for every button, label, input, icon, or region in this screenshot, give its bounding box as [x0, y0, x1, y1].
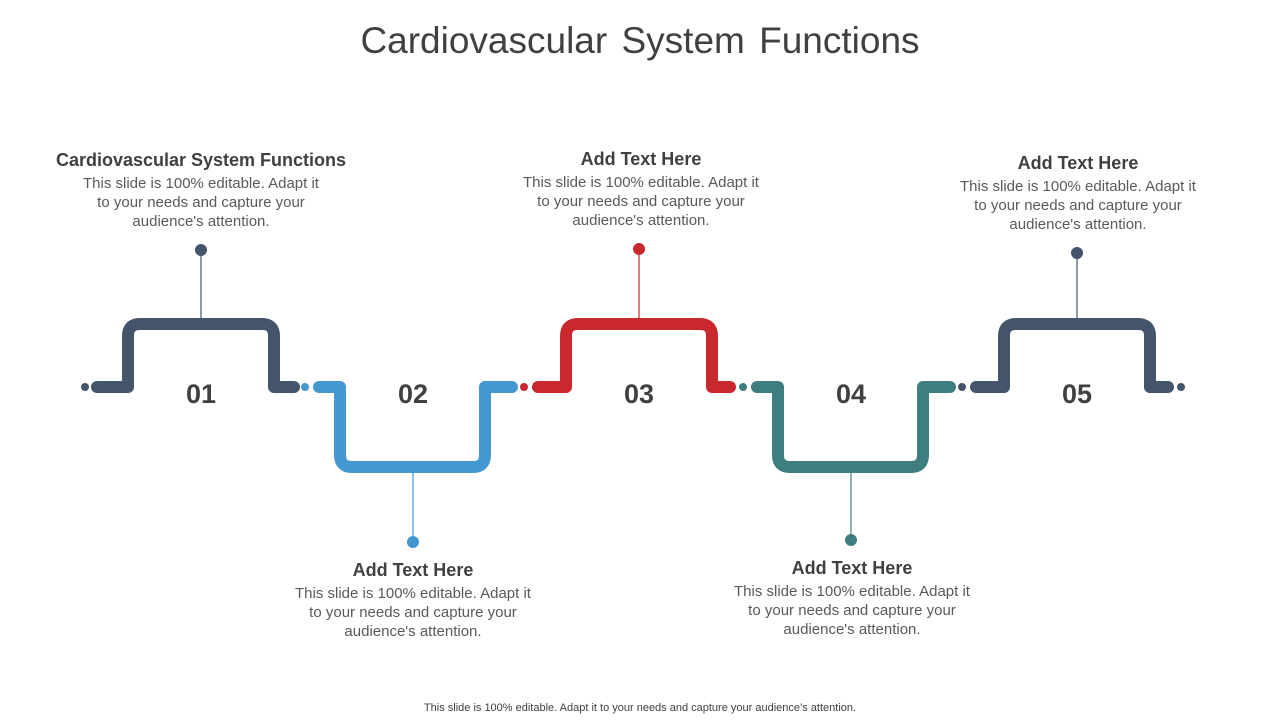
step-5-description: This slide is 100% editable. Adapt it to…: [960, 178, 1196, 233]
step-2-marker-dot: [407, 536, 419, 548]
step-5-number: 05: [1061, 379, 1093, 409]
step-4-description: This slide is 100% editable. Adapt it to…: [734, 583, 970, 638]
step-4-text-block: Add Text Here This slide is 100% editabl…: [702, 558, 1002, 639]
step-2-shape: [301, 381, 518, 548]
step-1-end-dot: [81, 383, 89, 391]
slide-title: Cardiovascular System Functions: [360, 20, 920, 61]
step-4-shape: [739, 381, 956, 546]
step-2-description: This slide is 100% editable. Adapt it to…: [295, 585, 531, 640]
step-1-heading: Cardiovascular System Functions: [55, 150, 347, 170]
step-2-bracket: [313, 381, 518, 473]
footer-note: This slide is 100% editable. Adapt it to…: [423, 702, 857, 714]
step-5-marker-dot: [1071, 247, 1083, 259]
step-5-heading: Add Text Here: [1017, 153, 1139, 173]
step-3-heading: Add Text Here: [580, 149, 702, 169]
step-3-marker-dot: [633, 243, 645, 255]
step-5-end-dot: [958, 383, 966, 391]
step-2-text-block: Add Text Here This slide is 100% editabl…: [263, 560, 563, 641]
step-4-end-dot: [739, 383, 747, 391]
step-1-marker-dot: [195, 244, 207, 256]
step-2-number: 02: [397, 379, 429, 409]
step-2-end-dot: [301, 383, 309, 391]
step-3-shape: [520, 243, 736, 393]
step-3-number: 03: [623, 379, 655, 409]
step-3-end-dot: [520, 383, 528, 391]
step-1-bracket: [91, 318, 300, 393]
step-5-end-dot-right: [1177, 383, 1185, 391]
step-5-shape: [958, 247, 1185, 393]
step-1-text-block: Cardiovascular System Functions This sli…: [51, 150, 351, 231]
step-1-shape: [81, 244, 300, 393]
step-4-heading: Add Text Here: [791, 558, 913, 578]
step-1-number: 01: [185, 379, 217, 409]
step-5-bracket: [970, 318, 1174, 393]
step-3-text-block: Add Text Here This slide is 100% editabl…: [491, 149, 791, 230]
step-3-description: This slide is 100% editable. Adapt it to…: [523, 174, 759, 229]
step-4-number: 04: [835, 379, 867, 409]
step-4-marker-dot: [845, 534, 857, 546]
step-1-description: This slide is 100% editable. Adapt it to…: [83, 175, 319, 230]
step-2-heading: Add Text Here: [352, 560, 474, 580]
step-3-bracket: [532, 318, 736, 393]
step-5-text-block: Add Text Here This slide is 100% editabl…: [928, 153, 1228, 234]
step-4-bracket: [751, 381, 956, 473]
